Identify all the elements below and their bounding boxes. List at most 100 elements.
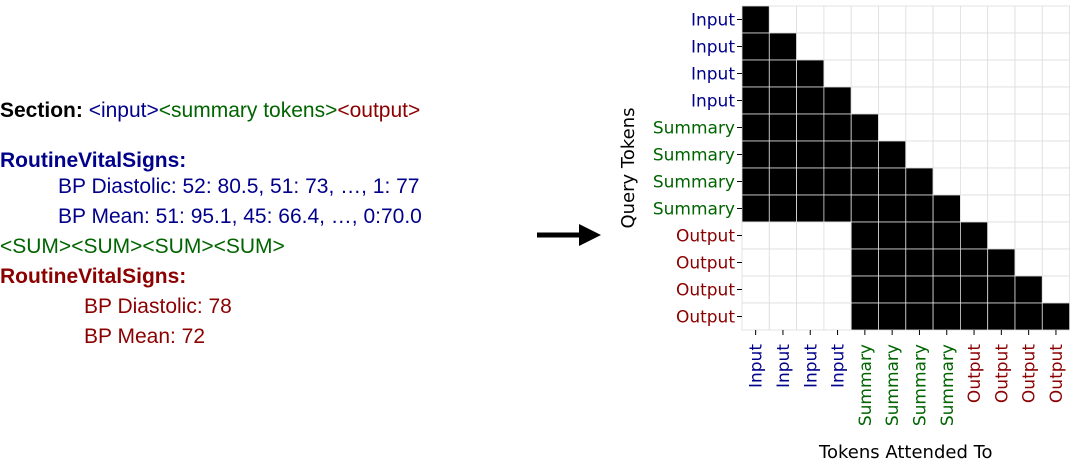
query-token-label: Summary: [653, 146, 735, 166]
query-token-label: Output: [676, 308, 735, 328]
output-tag: <output>: [337, 99, 421, 122]
mask-cell: [823, 275, 852, 304]
mask-cell: [741, 248, 770, 277]
mask-cell: [796, 86, 825, 115]
mask-cell: [741, 302, 770, 331]
mask-cell: [959, 194, 989, 223]
input-bp-diastolic: BP Diastolic: 52: 80.5, 51: 73, …, 1: 77: [58, 175, 420, 198]
mask-cell: [768, 194, 798, 223]
mask-cell: [768, 302, 798, 331]
mask-cell: [987, 32, 1016, 61]
attended-token-label: Output: [1020, 344, 1040, 403]
mask-cell: [768, 32, 798, 61]
mask-cell: [905, 275, 934, 304]
y-axis-label: Query Tokens: [618, 107, 639, 228]
mask-cell: [1014, 194, 1043, 223]
mask-cell: [823, 221, 852, 250]
query-token-label: Input: [691, 65, 735, 85]
mask-cell: [768, 221, 798, 250]
mask-cell: [796, 5, 825, 34]
mask-cell: [768, 5, 798, 34]
query-token-label: Input: [691, 11, 735, 31]
mask-cell: [959, 32, 989, 61]
mask-cell: [1041, 140, 1070, 169]
attention-mask-heatmap: InputInputInputInputSummarySummarySummar…: [618, 5, 1070, 463]
attended-token-label: Output: [992, 344, 1012, 403]
input-bp-mean: BP Mean: 51: 95.1, 45: 66.4, …, 0:70.0: [58, 205, 422, 228]
mask-cell: [932, 140, 961, 169]
mask-cell: [796, 113, 825, 142]
summary-tag: <summary tokens>: [158, 99, 338, 122]
attended-token-label: Summary: [938, 344, 958, 426]
mask-cell: [905, 5, 934, 34]
mask-cell: [850, 248, 879, 277]
mask-cell: [823, 140, 852, 169]
mask-cell: [796, 221, 825, 250]
mask-cell: [850, 113, 879, 142]
output-bp-mean: BP Mean: 72: [84, 325, 206, 348]
mask-cell: [987, 194, 1016, 223]
mask-cell: [850, 32, 879, 61]
query-token-label: Input: [691, 38, 735, 58]
query-token-labels: InputInputInputInputSummarySummarySummar…: [653, 11, 742, 328]
mask-cell: [823, 5, 852, 34]
mask-cell: [850, 221, 879, 250]
mask-cell: [768, 167, 798, 196]
mask-cell: [959, 86, 989, 115]
mask-cell: [878, 113, 907, 142]
mask-cell: [987, 248, 1016, 277]
mask-cell: [741, 275, 770, 304]
mask-cell: [959, 248, 989, 277]
mask-cell: [932, 32, 961, 61]
mask-cell: [959, 113, 989, 142]
mask-cell: [1041, 302, 1070, 331]
mask-cell: [741, 5, 770, 34]
mask-cell: [878, 140, 907, 169]
mask-cell: [1014, 167, 1043, 196]
mask-cell: [741, 113, 770, 142]
mask-cell: [932, 113, 961, 142]
attended-token-label: Input: [829, 344, 849, 388]
mask-cell: [878, 5, 907, 34]
mask-cell: [1014, 59, 1043, 88]
query-token-label: Output: [676, 281, 735, 301]
mask-cell: [796, 32, 825, 61]
mask-cell: [796, 275, 825, 304]
attended-token-label: Summary: [910, 344, 930, 426]
mask-cell: [1041, 113, 1070, 142]
mask-cell: [1014, 86, 1043, 115]
mask-cell: [878, 248, 907, 277]
query-token-label: Summary: [653, 119, 735, 139]
mask-cell: [932, 302, 961, 331]
mask-cell: [741, 32, 770, 61]
mask-cell: [796, 302, 825, 331]
mask-cell: [905, 86, 934, 115]
mask-cell: [987, 59, 1016, 88]
mask-cell: [987, 302, 1016, 331]
mask-cell: [987, 221, 1016, 250]
mask-cell: [796, 167, 825, 196]
mask-cell: [905, 32, 934, 61]
mask-cell: [1041, 275, 1070, 304]
mask-cell: [1014, 302, 1043, 331]
mask-cell: [823, 302, 852, 331]
attended-token-label: Summary: [856, 344, 876, 426]
mask-cell: [1014, 275, 1043, 304]
mask-cell: [1041, 167, 1070, 196]
section-format-line: Section: <input><summary tokens><output>: [0, 98, 420, 124]
input-section-header: RoutineVitalSigns:: [0, 149, 187, 172]
mask-cell: [1041, 86, 1070, 115]
input-tag: <input>: [88, 99, 159, 122]
mask-cell: [959, 5, 989, 34]
summary-tokens-line: <SUM><SUM><SUM><SUM>: [0, 235, 285, 258]
mask-cell: [768, 86, 798, 115]
mask-cell: [932, 59, 961, 88]
mask-cell: [768, 275, 798, 304]
mask-cell: [1014, 32, 1043, 61]
mask-cell: [905, 167, 934, 196]
attended-token-label: Input: [801, 344, 821, 388]
mask-cell: [987, 5, 1016, 34]
mask-cell: [878, 59, 907, 88]
mask-cell: [878, 194, 907, 223]
